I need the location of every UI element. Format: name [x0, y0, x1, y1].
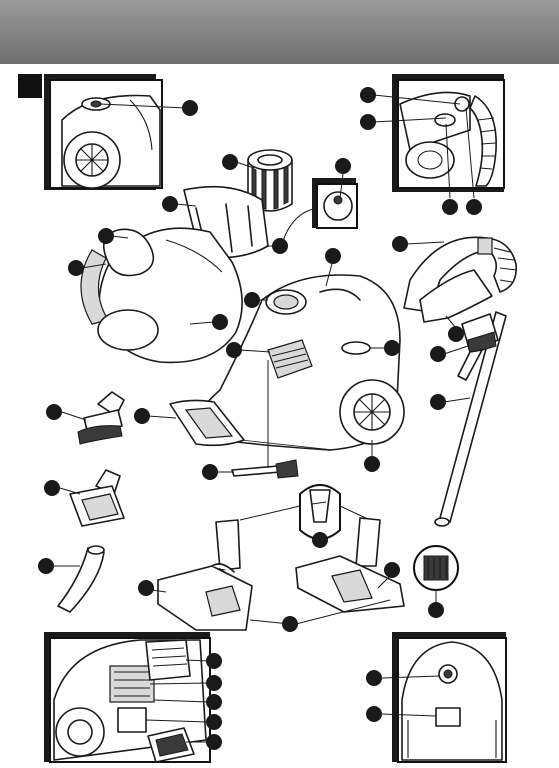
upholstery-nozzle [70, 470, 124, 526]
product-diagram [0, 64, 559, 768]
floor-nozzle [158, 520, 252, 630]
callout-21 [446, 316, 464, 342]
inset-exhaust-filter [44, 632, 210, 762]
callout-18 [134, 408, 176, 424]
callout-26 [38, 558, 80, 574]
dust-container-assembly [81, 187, 268, 363]
inset-hose-connection [392, 74, 504, 192]
header-band [0, 0, 559, 64]
telescopic-tube [435, 312, 506, 526]
hinge-detail [240, 485, 370, 539]
callout-17 [364, 440, 380, 472]
callout-12 [266, 238, 288, 254]
callout-31 [428, 590, 444, 618]
brush-nozzle [78, 392, 124, 444]
crevice-tool [58, 546, 104, 612]
callout-22 [430, 346, 468, 362]
hose-handle [404, 237, 516, 322]
callout-28 [312, 532, 328, 548]
inset-filter-detail [312, 178, 357, 228]
callout-24 [46, 404, 86, 420]
brush-strip-detail [414, 546, 458, 590]
callout-19 [202, 464, 234, 480]
callout-23 [430, 394, 470, 410]
inset-rear-view [392, 632, 506, 762]
inset-wheel-detail [44, 74, 162, 190]
